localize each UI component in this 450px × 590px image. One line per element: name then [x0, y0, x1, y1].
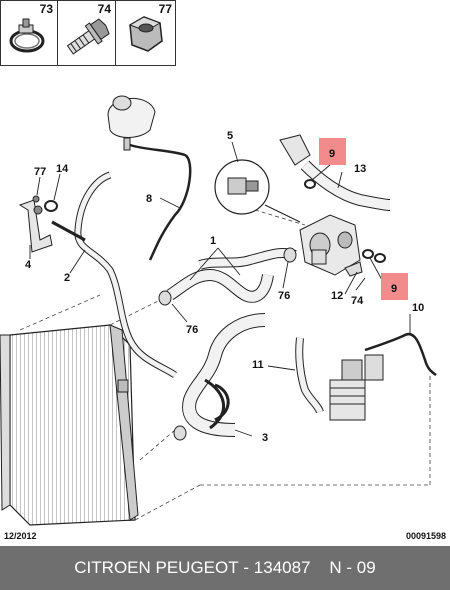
part-number: 134087: [253, 558, 311, 577]
seal-9-lower-b: [374, 253, 386, 263]
sensor-5: [214, 159, 301, 223]
legend-number: 74: [97, 2, 111, 16]
revision-date: 12/2012: [4, 531, 37, 541]
callout-14: 14: [56, 163, 69, 175]
expansion-tank: [107, 95, 156, 151]
callout-74: 74: [351, 295, 364, 307]
seal-9-lower: [362, 249, 374, 259]
hose-11: [295, 337, 324, 414]
hose-3: [173, 313, 266, 441]
callout-12: 12: [331, 290, 343, 302]
highlight-9-lower: [381, 273, 408, 300]
callout-9-lower: 9: [391, 283, 397, 295]
callout-1: 1: [210, 235, 216, 247]
radiator: [0, 324, 139, 526]
legend-cell-73: 73: [1, 1, 58, 65]
legend-cell-74: 74: [58, 1, 116, 65]
oil-cooler: [329, 354, 384, 421]
callout-76-right: 76: [278, 290, 290, 302]
diagram-code: 00091598: [405, 531, 446, 541]
bracket-12: [344, 261, 363, 277]
hose-10: [364, 332, 437, 377]
callout-76-left: 76: [186, 324, 198, 336]
hose-clamp-icon: [9, 18, 45, 53]
legend-cell-77: 77: [116, 1, 176, 65]
callout-2: 2: [64, 272, 70, 284]
callout-13: 13: [354, 163, 366, 175]
callout-11: 11: [252, 359, 264, 371]
callout-77: 77: [34, 166, 46, 178]
legend-number: 73: [39, 2, 53, 16]
separator: -: [243, 558, 250, 577]
thermostat-housing: [299, 214, 361, 276]
cooling-system-diagram: 1 2 3 4 5 8 9 9 10 11 12 13 14 74 76 76 …: [0, 95, 437, 526]
legend-number: 77: [158, 2, 172, 16]
nut-icon: [128, 16, 163, 52]
diagram-ref: N - 09: [329, 558, 376, 577]
brand-label: CITROEN PEUGEOT: [74, 558, 239, 577]
bracket-4: [18, 199, 86, 253]
highlight-9-upper: [319, 138, 346, 165]
bolt-icon: [66, 18, 110, 55]
callout-8: 8: [146, 193, 152, 205]
callout-4: 4: [25, 259, 32, 271]
seal-9-upper: [304, 179, 316, 189]
nut-77: [32, 195, 40, 203]
hose-8: [129, 143, 192, 261]
footer-bar: CITROEN PEUGEOT - 134087 N - 09: [0, 546, 450, 590]
callout-9-upper: 9: [329, 148, 335, 160]
callout-10: 10: [412, 302, 424, 314]
hose-1: [158, 247, 297, 306]
leader-lines: [29, 141, 411, 437]
clamp-14: [44, 200, 58, 212]
hose-13: [279, 134, 391, 211]
parts-legend: 73 74 77: [0, 0, 176, 66]
callout-3: 3: [262, 432, 268, 444]
callout-5: 5: [227, 130, 233, 142]
